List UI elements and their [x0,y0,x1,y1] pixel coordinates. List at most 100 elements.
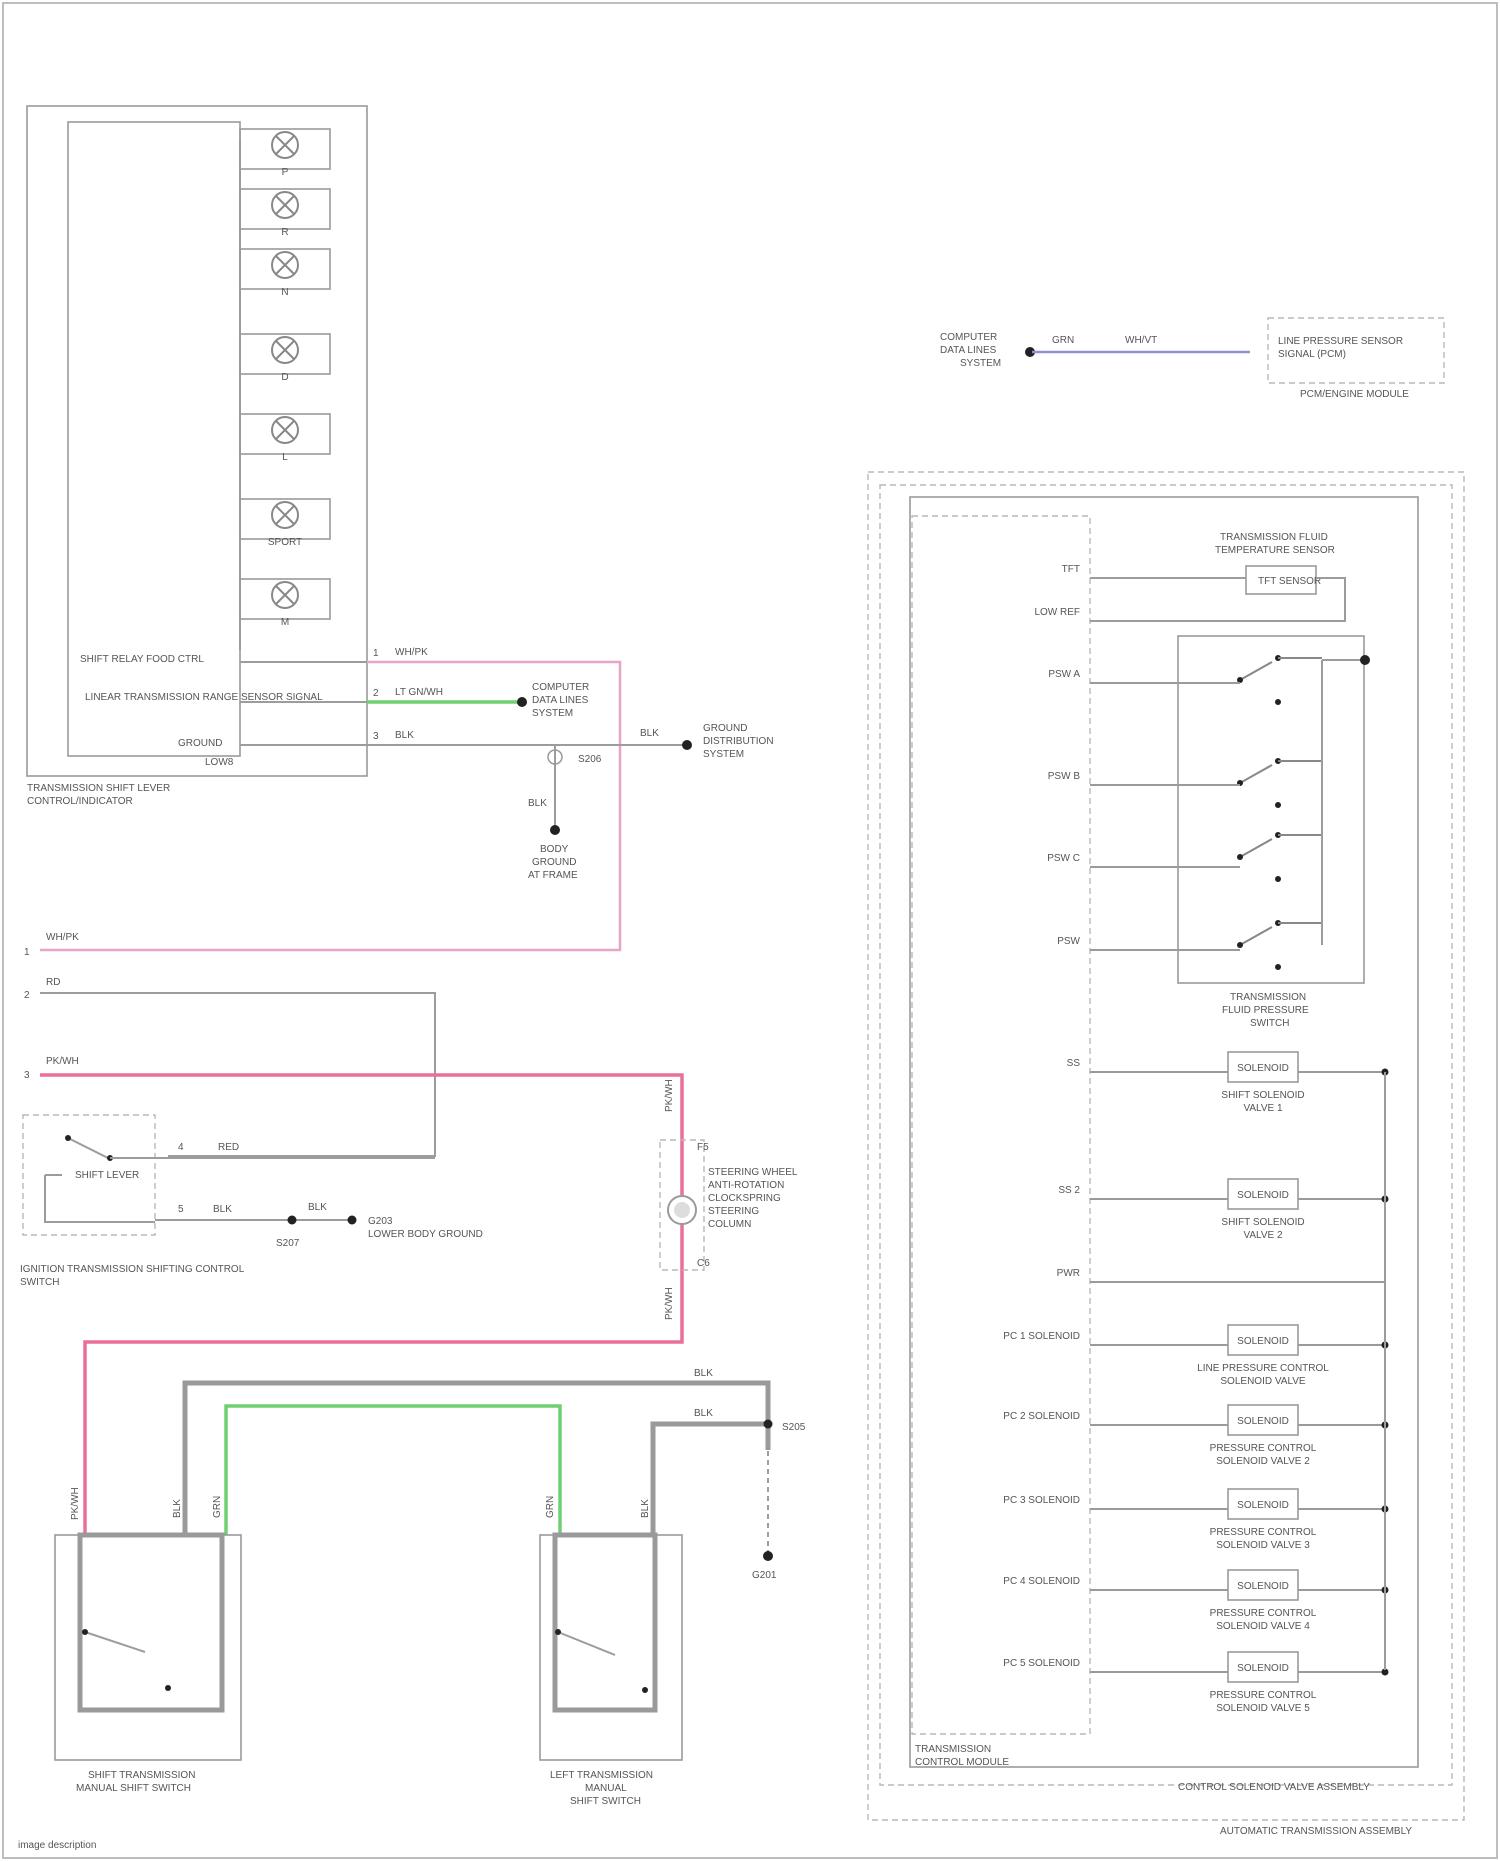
ground-splice-label: S205 [782,1422,806,1433]
left-connector-wire-3: PK/WH [46,1056,79,1067]
solenoid-label: SOLENOID VALVE 5 [1216,1703,1310,1714]
pcm-wire-2: WH/VT [1125,335,1157,346]
pressure-contact [1237,832,1322,882]
tcm-module-label-1: TRANSMISSION [915,1744,991,1755]
pressure-contact [1237,655,1322,705]
ground-dist-line3: SYSTEM [703,749,744,760]
can-connector-node [517,697,527,707]
clockspring-wire-bottom: PK/WH [664,1287,675,1320]
clockspring-line4: STEERING [708,1206,759,1217]
indicator-lamp-group: PRNDLSPORTM [240,129,330,628]
indicator-label: SPORT [268,537,302,548]
tcm-pin-label: PC 3 SOLENOID [1003,1495,1080,1506]
left-connector-wire-2: RD [46,977,60,988]
solenoid-label: LINE PRESSURE CONTROL [1197,1363,1329,1374]
can-system-line3: SYSTEM [532,708,573,719]
ground-splice-node [764,1420,773,1429]
svg-text:SOLENOID: SOLENOID [1237,1063,1289,1074]
inner-frame-label: CONTROL SOLENOID VALVE ASSEMBLY [1178,1782,1370,1793]
solenoid-valve: SOLENOID LINE PRESSURE CONTROL SOLENOID VA… [1090,1325,1389,1387]
indicator-label: L [282,452,288,463]
ignition-wire-a: RED [218,1142,239,1153]
solenoid-label: PRESSURE CONTROL [1210,1527,1317,1538]
tcm-module-label-2: CONTROL MODULE [915,1757,1009,1768]
solenoid-label: SOLENOID VALVE 3 [1216,1540,1310,1551]
indicator-label: R [281,227,288,238]
ignition-ground-label: G203 [368,1216,393,1227]
shift-lever-pin-2-num: 2 [373,688,379,699]
bottom-ground-label: G201 [752,1570,777,1581]
tcm-pin-label: PWR [1057,1268,1080,1279]
indicator-lamp: M [240,579,330,628]
can-system-line1: COMPUTER [532,682,589,693]
pcm-can-line1: COMPUTER [940,332,997,343]
upshift-wire-1: PK/WH [70,1487,81,1520]
svg-text:SOLENOID: SOLENOID [1237,1663,1289,1674]
indicator-label: N [281,287,288,298]
outer-frame-label: AUTOMATIC TRANSMISSION ASSEMBLY [1220,1826,1412,1837]
pressure-switch-3: SWITCH [1250,1018,1289,1029]
pressure-switch-1: TRANSMISSION [1230,992,1306,1003]
wire-label-blk: BLK [395,730,414,741]
can-system-line2: DATA LINES [532,695,589,706]
outer-transmission-frame [868,472,1464,1820]
tcm-pin-label: PC 1 SOLENOID [1003,1331,1080,1342]
pressure-switch-box [1178,636,1364,983]
shift-lever-pin-1-label: SHIFT RELAY FOOD CTRL [80,654,204,665]
tft-title-2: TEMPERATURE SENSOR [1215,545,1335,556]
body-ground-line2: GROUND [532,857,576,868]
blk-top-label: BLK [694,1368,713,1379]
left-connector-pin-2: 2 [24,990,30,1001]
splice-s206-label: S206 [578,754,602,765]
wire-blk-ground [367,745,555,830]
ignition-pin-b: 5 [178,1204,184,1215]
tft-sensor-tag: TFT SENSOR [1258,576,1321,587]
ignition-inner-label: SHIFT LEVER [75,1170,139,1181]
body-ground-wire: BLK [528,798,547,809]
body-ground-line3: AT FRAME [528,870,578,881]
solenoid-label: SOLENOID VALVE [1220,1376,1306,1387]
tcm-pin-label: SS [1067,1058,1081,1069]
svg-text:SOLENOID: SOLENOID [1237,1416,1289,1427]
clockspring-line1: STEERING WHEEL [708,1167,798,1178]
shift-lever-title-1: TRANSMISSION SHIFT LEVER [27,783,170,794]
svg-text:SOLENOID: SOLENOID [1237,1336,1289,1347]
solenoid-label: PRESSURE CONTROL [1210,1443,1317,1454]
tcm-pin-label: PSW B [1048,771,1081,782]
ignition-switch: SHIFT LEVER IGNITION TRANSMISSION SHIFTI… [20,1115,245,1288]
tcm-pin-label: PC 4 SOLENOID [1003,1576,1080,1587]
indicator-label: D [281,372,288,383]
ignition-ground-node [348,1216,357,1225]
pressure-contact [1237,758,1322,808]
left-connector-wire-1: WH/PK [46,932,79,943]
upshift-switch: SHIFT TRANSMISSION MANUAL SHIFT SWITCH P… [55,1487,241,1794]
downshift-label-3: SHIFT SWITCH [570,1796,641,1807]
wire-blk-mid [653,1424,768,1535]
pressure-switch-2: FLUID PRESSURE [1222,1005,1309,1016]
downshift-label-2: MANUAL [585,1783,627,1794]
tcm-pin-label: TFT [1062,564,1080,575]
downshift-wire-2: BLK [640,1499,651,1518]
solenoid-label: SHIFT SOLENOID [1221,1090,1304,1101]
solenoid-label: SOLENOID VALVE 2 [1216,1456,1310,1467]
upshift-wire-2: BLK [172,1499,183,1518]
clockspring-pin-top: F5 [697,1142,709,1153]
left-connector-pin-1: 1 [24,947,30,958]
downshift-wire-1: GRN [545,1496,556,1518]
tft-title-1: TRANSMISSION FLUID [1220,532,1328,543]
indicator-lamp: D [240,334,330,383]
ground-dist-line2: DISTRIBUTION [703,736,774,747]
solenoid-label: VALVE 2 [1243,1230,1283,1241]
downshift-label-1: LEFT TRANSMISSION [550,1770,653,1781]
upshift-label-2: MANUAL SHIFT SWITCH [76,1783,191,1794]
pcm-box-line2: SIGNAL (PCM) [1278,349,1346,360]
body-ground-line1: BODY [540,844,569,855]
indicator-lamp: L [240,414,330,463]
shift-lever-pin-3-num: 3 [373,731,379,742]
pcm-can-line2: DATA LINES [940,345,997,356]
tcm-assembly: TRANSMISSION CONTROL MODULE CONTROL SOLE… [868,472,1464,1837]
ground-dist-line1: GROUND [703,723,747,734]
